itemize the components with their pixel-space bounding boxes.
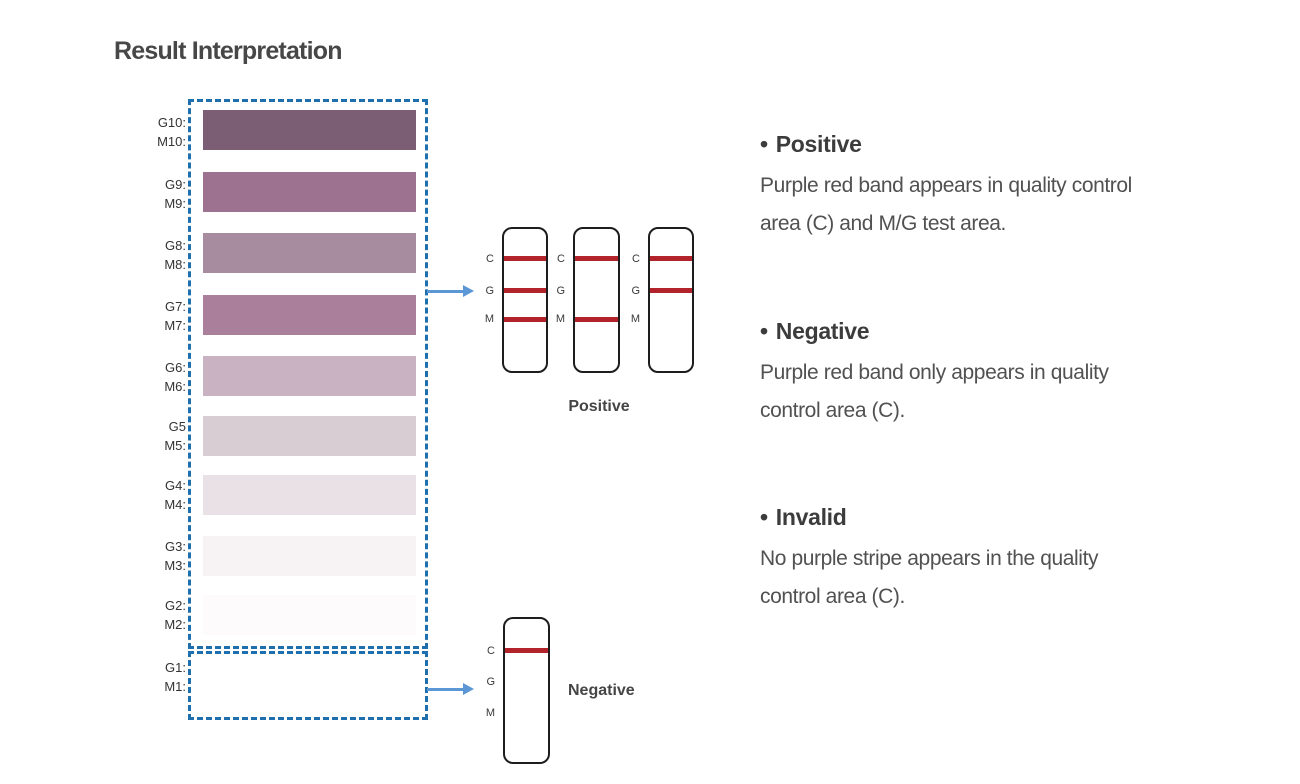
band-m <box>504 317 546 322</box>
scale-bar-g10 <box>203 110 416 150</box>
section-positive: • Positive Purple red band appears in qu… <box>760 130 1220 243</box>
test-strip-positive-1 <box>502 227 548 373</box>
section-heading-text: Positive <box>775 131 862 157</box>
band-c <box>650 256 692 261</box>
scale-row-label: G10:M10: <box>157 115 186 149</box>
scale-bar-g2 <box>203 595 416 635</box>
band-c <box>504 256 546 261</box>
marker-label-g: G <box>631 285 640 297</box>
scale-bar-g9 <box>203 172 416 212</box>
marker-label-g: G <box>486 676 495 688</box>
negative-level-box <box>188 651 428 720</box>
scale-row-label: G4:M4: <box>164 478 186 512</box>
scale-row-label: G7:M7: <box>164 299 186 333</box>
band-c <box>575 256 618 261</box>
bullet-icon: • <box>760 318 768 344</box>
bullet-icon: • <box>760 504 768 530</box>
positive-caption: Positive <box>568 398 630 415</box>
scale-row-label: G3:M3: <box>164 539 186 573</box>
section-invalid: • Invalid No purple stripe appears in th… <box>760 503 1220 616</box>
test-strip-negative <box>503 617 550 764</box>
test-strip-positive-3 <box>648 227 694 373</box>
section-heading-text: Negative <box>775 318 870 344</box>
arrow-to-negative <box>427 688 465 691</box>
marker-label-m: M <box>485 707 495 719</box>
marker-label-g: G <box>485 285 494 297</box>
scale-bar-g4 <box>203 475 416 515</box>
band-g <box>504 288 546 293</box>
marker-label-c: C <box>486 253 494 265</box>
marker-label-c: C <box>487 645 495 657</box>
section-heading-text: Invalid <box>775 504 847 530</box>
band-c <box>505 648 548 653</box>
scale-row-label: G2:M2: <box>164 598 186 632</box>
arrow-to-positive <box>427 290 465 293</box>
scale-row-label: G9:M9: <box>164 177 186 211</box>
scale-bar-g5 <box>203 416 416 456</box>
section-body: Purple red band only appears in quality … <box>760 361 1109 422</box>
section-negative: • Negative Purple red band only appears … <box>760 317 1220 430</box>
scale-bar-g3 <box>203 536 416 576</box>
marker-label-m: M <box>630 313 640 325</box>
scale-row-label: G6:M6: <box>164 360 186 394</box>
color-scale-box <box>188 99 428 649</box>
scale-bar-g6 <box>203 356 416 396</box>
section-body: No purple stripe appears in the quality … <box>760 547 1099 608</box>
band-m <box>575 317 618 322</box>
section-heading: • Invalid <box>760 503 1220 531</box>
arrow-to-negative-head <box>463 683 474 695</box>
marker-label-g: G <box>556 285 565 297</box>
marker-label-c: C <box>557 253 565 265</box>
section-heading: • Negative <box>760 317 1220 345</box>
section-body: Purple red band appears in quality contr… <box>760 174 1132 235</box>
marker-label-c: C <box>632 253 640 265</box>
negative-caption: Negative <box>568 682 635 699</box>
marker-label-m: M <box>555 313 565 325</box>
arrow-to-positive-head <box>463 285 474 297</box>
section-heading: • Positive <box>760 130 1220 158</box>
scale-row-label: G1:M1: <box>164 660 186 694</box>
page-title: Result Interpretation <box>114 37 342 65</box>
bullet-icon: • <box>760 131 768 157</box>
scale-bar-g8 <box>203 233 416 273</box>
band-g <box>650 288 692 293</box>
scale-row-label: G8:M8: <box>164 238 186 272</box>
marker-label-m: M <box>484 313 494 325</box>
scale-bar-g7 <box>203 295 416 335</box>
test-strip-positive-2 <box>573 227 620 373</box>
